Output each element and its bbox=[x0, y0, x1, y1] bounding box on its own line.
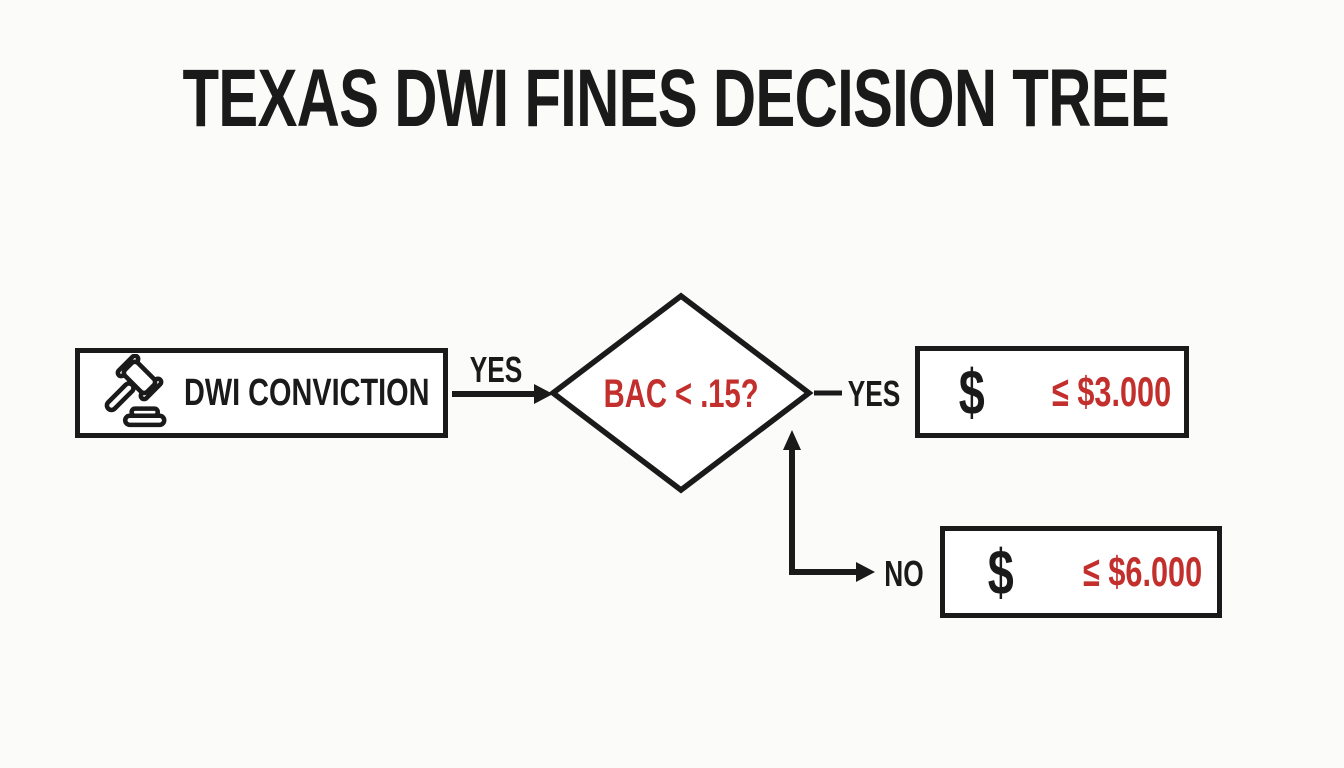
start-node-label: DWI CONVICTION bbox=[184, 371, 430, 414]
decision-node-label: BAC < .15? bbox=[603, 372, 759, 416]
start-node: DWI CONVICTION bbox=[75, 348, 448, 438]
outcome-node-low-fine: $ ≤ $3.000 bbox=[915, 346, 1189, 438]
low-fine-amount: ≤ $3.000 bbox=[1051, 368, 1171, 415]
edge-decision-no-right-arrowhead bbox=[856, 562, 875, 582]
edge-label-yes-decision: YES bbox=[847, 373, 901, 414]
gavel-icon bbox=[104, 354, 167, 428]
edge-decision-no-up-arrowhead bbox=[783, 430, 801, 450]
dollar-icon: $ bbox=[987, 536, 1014, 608]
page-title: TEXAS DWI FINES DECISION TREE bbox=[0, 58, 1344, 140]
page-title-text: TEXAS DWI FINES DECISION TREE bbox=[182, 53, 1170, 144]
outcome-node-high-fine: $ ≤ $6.000 bbox=[940, 526, 1222, 618]
edge-label-no-decision: NO bbox=[884, 553, 924, 594]
high-fine-amount: ≤ $6.000 bbox=[1082, 548, 1202, 595]
edge-label-yes-start: YES bbox=[469, 349, 523, 390]
dollar-icon: $ bbox=[958, 356, 985, 428]
edge-decision-no-line bbox=[789, 448, 858, 575]
